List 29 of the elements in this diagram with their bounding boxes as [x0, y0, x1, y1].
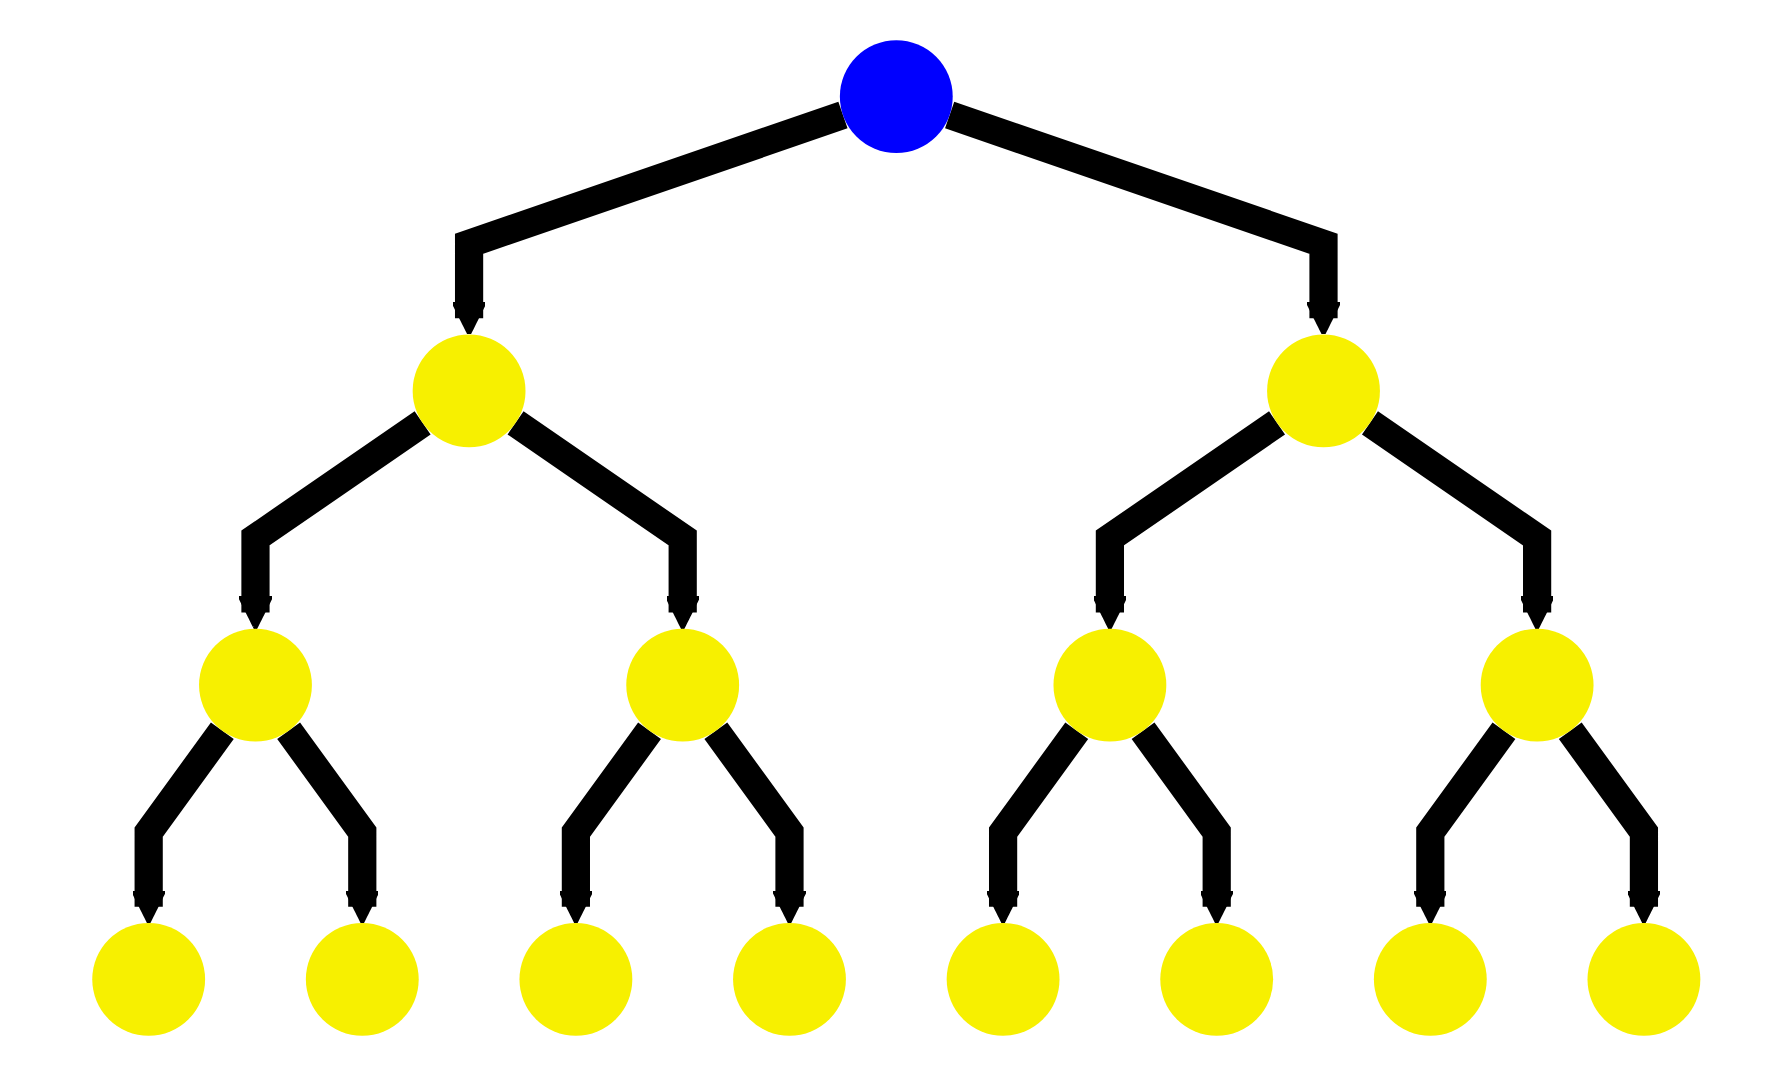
arrow — [985, 722, 1088, 925]
arrow — [451, 101, 848, 337]
arrow — [1361, 411, 1555, 631]
arrow — [507, 411, 701, 631]
node-circle — [1480, 628, 1594, 742]
node-circle — [305, 922, 419, 1036]
arrow — [944, 101, 1341, 337]
node-circle — [198, 628, 312, 742]
node-circle — [625, 628, 739, 742]
node-circle — [1373, 922, 1487, 1036]
node-circle — [732, 922, 846, 1036]
node-circle — [946, 922, 1060, 1036]
arrow — [276, 722, 380, 925]
arrow — [237, 411, 431, 631]
arrow — [1131, 722, 1235, 925]
node-circle — [91, 922, 205, 1036]
arrow — [704, 722, 807, 925]
node-circle — [519, 922, 632, 1036]
arrow — [1091, 411, 1285, 631]
arrow — [557, 722, 661, 925]
node-circle — [1587, 922, 1701, 1036]
node-circle — [1159, 922, 1273, 1036]
arrow — [130, 722, 234, 925]
node-circle — [839, 40, 953, 154]
arrow — [1558, 722, 1662, 925]
node-circle — [1053, 628, 1166, 742]
arrow — [1412, 722, 1516, 925]
node-circle — [1266, 334, 1380, 448]
node-circle — [412, 334, 526, 448]
